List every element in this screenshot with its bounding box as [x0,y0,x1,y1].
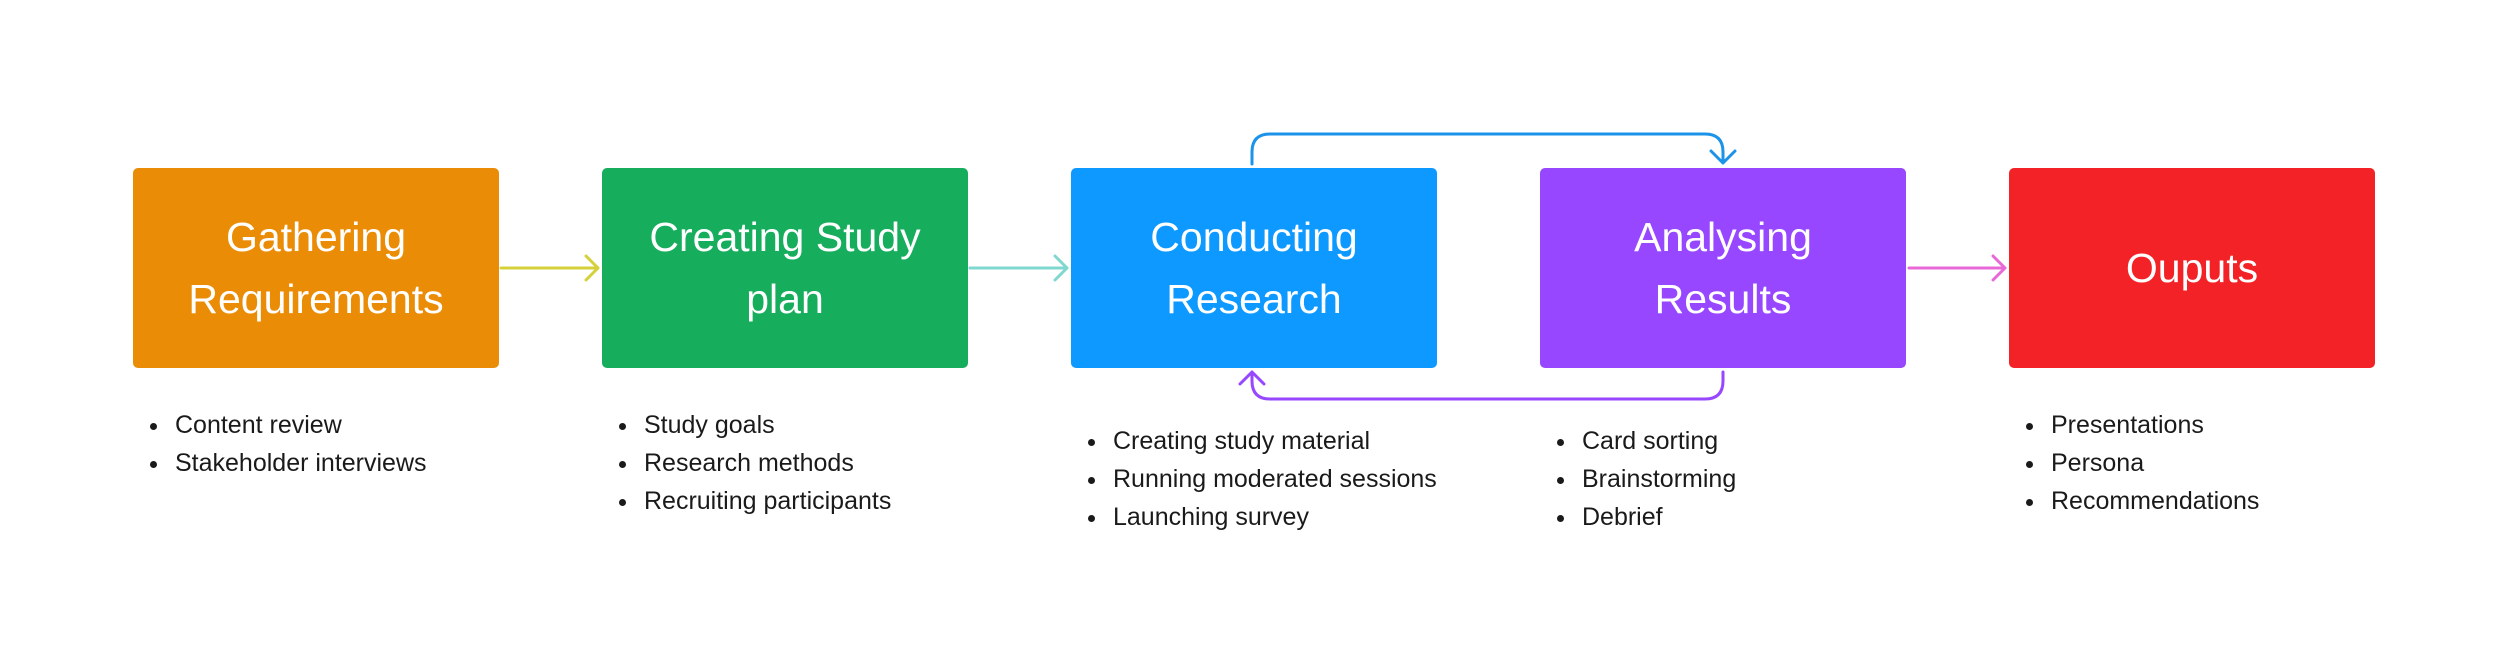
connector-gathering-to-creating [499,254,600,282]
stage-label: Analysing Results [1634,214,1812,322]
analysing-results-list: Card sorting Brainstorming Debrief [1540,422,1736,536]
list-item: Content review [171,406,427,444]
connector-conducting-to-analysing [1250,132,1737,166]
gathering-requirements-list: Content review Stakeholder interviews [133,406,427,482]
list-item: Brainstorming [1578,460,1736,498]
list-item: Study goals [640,406,891,444]
list-item: Research methods [640,444,891,482]
list-item: Running moderated sessions [1109,460,1437,498]
creating-study-plan-list: Study goals Research methods Recruiting … [602,406,891,520]
outputs-list: Presentations Persona Recommendations [2009,406,2259,520]
stage-outputs: Ouputs [2009,168,2375,368]
list-item: Card sorting [1578,422,1736,460]
conducting-research-list: Creating study material Running moderate… [1071,422,1437,536]
stage-creating-study-plan: Creating Study plan [602,168,968,368]
list-item: Launching survey [1109,498,1437,536]
list-item: Creating study material [1109,422,1437,460]
connector-analysing-to-conducting [1238,370,1725,401]
stage-label: Ouputs [2125,245,2259,291]
list-item: Debrief [1578,498,1736,536]
list-item: Stakeholder interviews [171,444,427,482]
list-item: Recruiting participants [640,482,891,520]
connector-analysing-to-outputs [1907,254,2007,282]
stage-label: Gathering Requirements [188,214,444,322]
stage-label: Creating Study plan [649,214,921,322]
list-item: Recommendations [2047,482,2259,520]
stage-analysing-results: Analysing Results [1540,168,1906,368]
stage-gathering-requirements: Gathering Requirements [133,168,499,368]
list-item: Presentations [2047,406,2259,444]
stage-label: Conducting Research [1150,214,1358,322]
stage-conducting-research: Conducting Research [1071,168,1437,368]
list-item: Persona [2047,444,2259,482]
connector-creating-to-conducting [968,254,1069,282]
